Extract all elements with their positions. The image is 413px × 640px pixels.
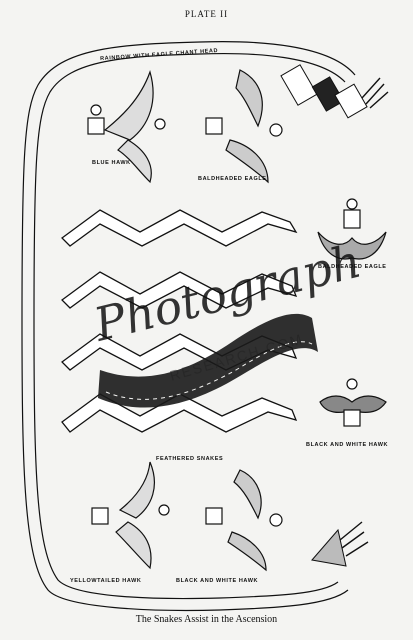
film-strip-icon (98, 313, 318, 408)
hawk-figure-icon (319, 378, 387, 427)
rainbow-arch-icon (21, 41, 356, 612)
rainbow-tail-icon (311, 521, 369, 567)
hawk-figure-icon (91, 461, 170, 570)
baldheaded-eagle-label-top: BALDHEADED EAGLE (198, 176, 267, 182)
yellowtailed-hawk-label: YELLOWTAILED HAWK (70, 578, 142, 584)
eagle-chant-head-icon (280, 64, 389, 119)
hawk-figure-icon (205, 469, 283, 572)
hawk-figure-icon (87, 70, 166, 184)
watermark-script: Photograph (88, 234, 366, 353)
black-white-hawk-label-right: BLACK AND WHITE HAWK (306, 442, 389, 448)
black-white-hawk-label-bottom: BLACK AND WHITE HAWK (176, 578, 259, 584)
plate-title: PLATE II (184, 9, 229, 19)
baldheaded-eagle-label-right: BALDHEADED EAGLE (318, 264, 387, 270)
eagle-figure-icon (205, 69, 283, 184)
blue-hawk-label: BLUE HAWK (92, 160, 131, 166)
feathered-snakes-label: FEATHERED SNAKES (156, 456, 224, 462)
eagle-figure-icon (317, 198, 387, 260)
plate-caption: The Snakes Assist in the Ascension (135, 614, 278, 625)
